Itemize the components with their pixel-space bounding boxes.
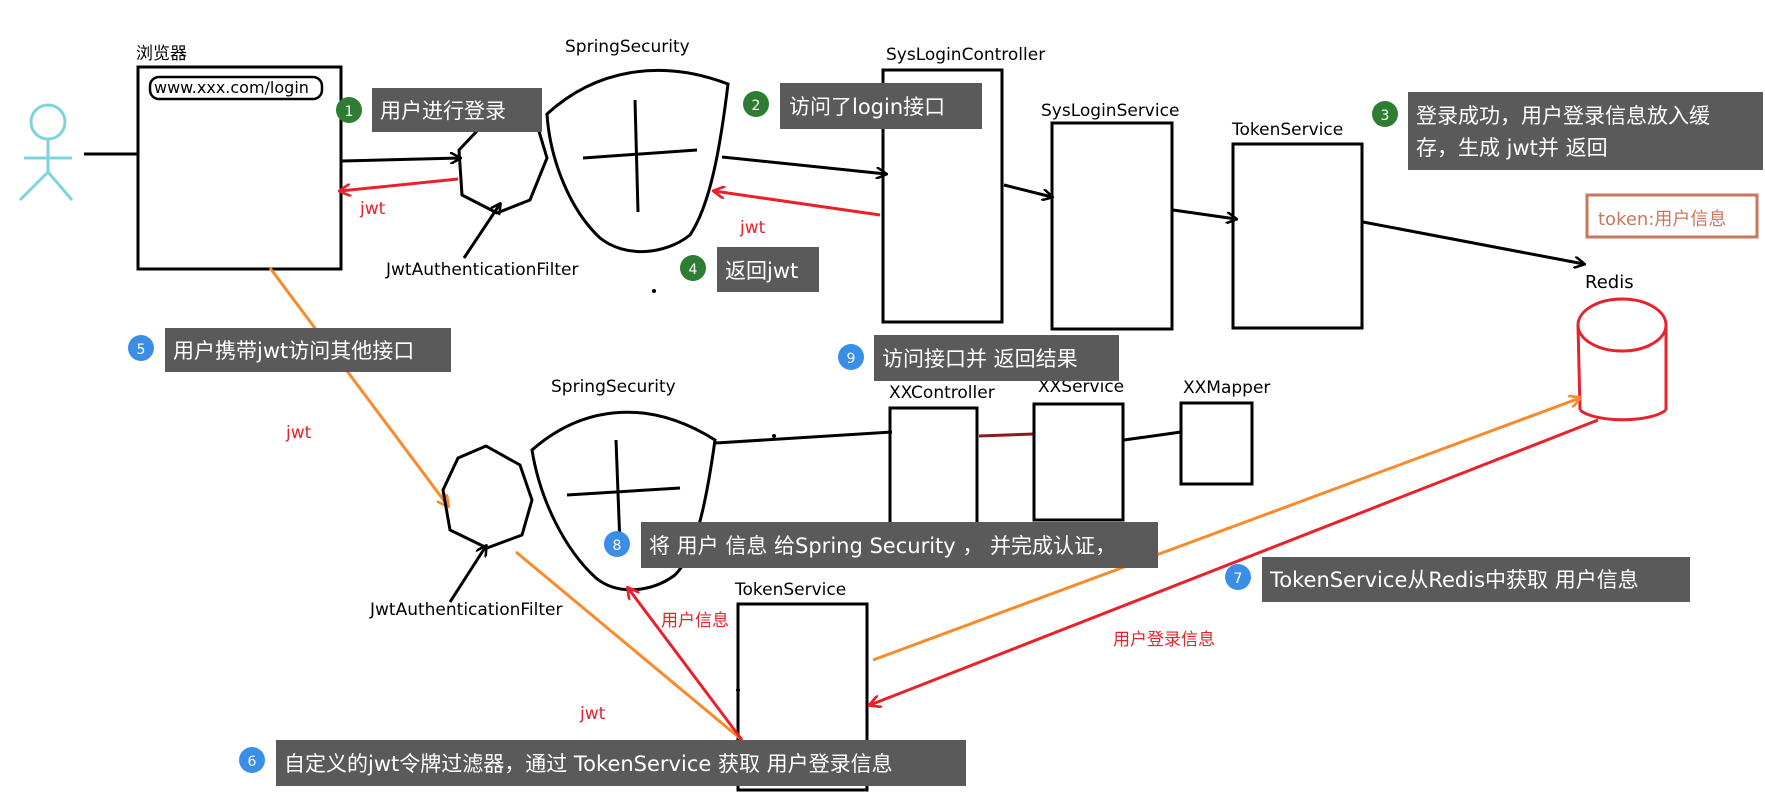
step-text-8: 将 用户 信息 给Spring Security ， 并完成认证， [649, 534, 1116, 558]
browser-to-filter-arrow [341, 158, 460, 161]
step-text-5: 用户携带jwt访问其他接口 [173, 339, 414, 363]
step-callout-9: 9 访问接口并 返回结果 [838, 335, 1119, 381]
filter-to-token-label: jwt [579, 704, 606, 724]
redis-note-box [1585, 193, 1759, 239]
jwt-return-label: jwt [359, 199, 386, 219]
user-info-arrow [628, 588, 744, 741]
redis-label: Redis [1585, 272, 1634, 293]
step-text-7: TokenService从Redis中获取 用户信息 [1269, 568, 1639, 592]
carry-jwt-label: jwt [285, 423, 312, 443]
step-badge-6 [239, 747, 265, 773]
step-num-6: 6 [248, 754, 257, 770]
spring-security-label-bottom: SpringSecurity [551, 377, 676, 397]
step-num-4: 4 [689, 262, 698, 278]
step-num-1: 1 [345, 104, 354, 120]
browser-label: 浏览器 [136, 44, 187, 64]
step-text-3b: 存，生成 jwt并 返回 [1416, 136, 1608, 160]
xx-mapper-box [1179, 401, 1254, 486]
step-callout-5: 5 用户携带jwt访问其他接口 [128, 328, 451, 372]
step-num-2: 2 [752, 98, 761, 114]
user-info-label: 用户信息 [661, 611, 729, 631]
step-callout-4: 4 返回jwt [680, 247, 819, 292]
controller-jwt-label: jwt [739, 218, 766, 238]
browser-box [136, 65, 343, 271]
step-badge-4 [680, 255, 706, 281]
step-text-4: 返回jwt [725, 259, 798, 283]
xx-controller-box [888, 406, 979, 530]
token-service-label-bottom: TokenService [734, 580, 846, 600]
step-badge-5 [128, 335, 154, 361]
step-callout-3: 3 登录成功，用户登录信息放入缓 存，生成 jwt并 返回 [1372, 92, 1763, 170]
step-text-6: 自定义的jwt令牌过滤器，通过 TokenService 获取 用户登录信息 [284, 752, 893, 776]
token-to-redis-arrow [872, 398, 1580, 662]
xx-service-label: XXService [1038, 377, 1124, 397]
sys-login-controller-label: SysLoginController [886, 45, 1045, 65]
step-callout-1: 1 用户进行登录 [336, 88, 542, 132]
redis-cylinder-icon [1576, 297, 1668, 422]
filter-to-token-arrow [515, 550, 743, 742]
user-figure-icon [18, 103, 74, 202]
step-num-8: 8 [613, 538, 622, 554]
step-num-5: 5 [137, 342, 146, 358]
step-badge-9 [838, 344, 864, 370]
user-login-info-label: 用户登录信息 [1113, 630, 1215, 650]
step-callout-7: 7 TokenService从Redis中获取 用户信息 [1225, 557, 1690, 602]
step-text-1: 用户进行登录 [380, 99, 506, 123]
url-text: www.xxx.com/login [154, 78, 309, 97]
step-num-7: 7 [1234, 571, 1243, 587]
step-badge-1 [336, 97, 362, 123]
spring-security-label-top: SpringSecurity [565, 37, 690, 57]
token-service-label-top: TokenService [1231, 120, 1343, 140]
jwt-return-arrow [340, 177, 459, 191]
step-num-3: 3 [1381, 108, 1390, 124]
step-callout-2: 2 访问了login接口 [743, 83, 982, 129]
step-badge-8 [604, 531, 630, 557]
security-to-controller-arrow [721, 155, 886, 174]
token-service-box-top [1231, 142, 1364, 330]
xx-mapper-label: XXMapper [1183, 378, 1270, 398]
xx-service-box [1032, 402, 1125, 522]
carry-jwt-arrow [268, 267, 448, 506]
step-badge-7 [1225, 564, 1251, 590]
jwt-filter-label-top: JwtAuthenticationFilter [385, 260, 578, 280]
step-badge-3 [1372, 101, 1398, 127]
jwt-filter-hexagon-bottom [441, 444, 534, 550]
step-badge-2 [743, 91, 769, 117]
xx-controller-label: XXController [889, 383, 995, 403]
redis-note-text: token:用户信息 [1598, 209, 1726, 230]
sys-login-service-label: SysLoginService [1041, 101, 1179, 121]
step-callout-6: 6 自定义的jwt令牌过滤器，通过 TokenService 获取 用户登录信息 [239, 740, 966, 786]
redis-to-token-arrow [870, 418, 1599, 705]
step-text-3a: 登录成功，用户登录信息放入缓 [1416, 104, 1710, 128]
sys-login-service-box [1050, 121, 1174, 331]
step-text-2: 访问了login接口 [789, 95, 945, 119]
jwt-filter-label-bottom: JwtAuthenticationFilter [369, 600, 562, 620]
step-callout-8: 8 将 用户 信息 给Spring Security ， 并完成认证， [604, 522, 1158, 568]
spring-security-shield-top [545, 68, 730, 254]
step-text-9: 访问接口并 返回结果 [882, 347, 1078, 371]
url-bar [148, 75, 324, 101]
sys-login-controller-box [881, 68, 1004, 324]
step-num-9: 9 [847, 351, 856, 367]
controller-jwt-arrow [714, 191, 881, 217]
